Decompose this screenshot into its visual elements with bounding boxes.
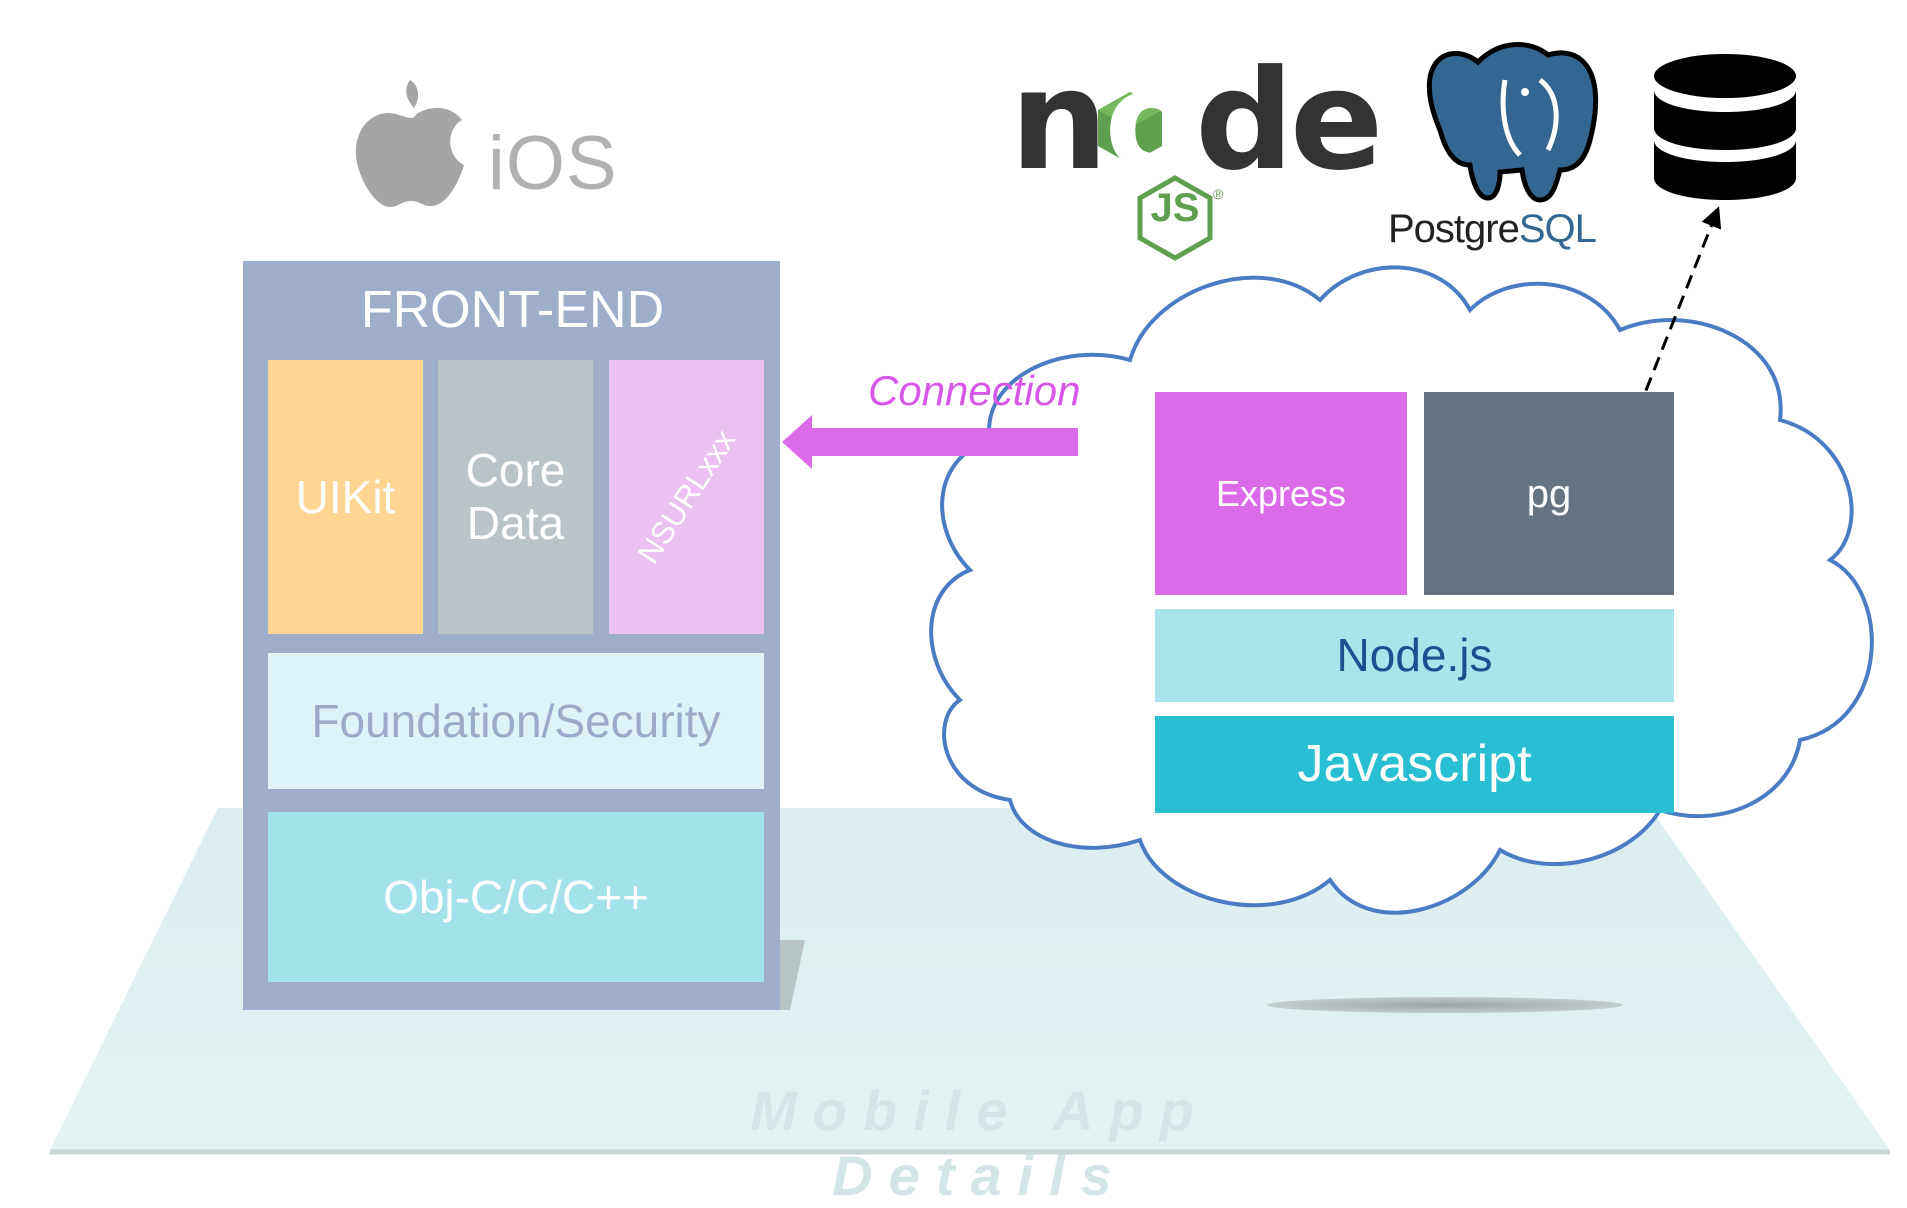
uikit-block: UIKit xyxy=(268,360,423,634)
postgresql-logo-part1: Postgre xyxy=(1388,207,1520,251)
nodejs-block: Node.js xyxy=(1155,609,1674,702)
arrow-left-icon xyxy=(782,415,1078,469)
database-icon xyxy=(1654,54,1796,200)
footer-label: Mobile App Details xyxy=(750,1079,1210,1207)
express-block: Express xyxy=(1155,392,1407,595)
javascript-block: Javascript xyxy=(1155,716,1674,813)
postgresql-logo-text: PostgreSQL xyxy=(1388,207,1597,252)
postgresql-elephant-icon xyxy=(1426,42,1599,203)
core-data-block: Core Data xyxy=(438,360,593,634)
node-logo-badge: JS xyxy=(1150,186,1200,230)
node-js-badge-icon xyxy=(1137,175,1213,261)
node-logo-n: n xyxy=(1010,40,1108,201)
postgresql-logo-part2: SQL xyxy=(1518,207,1597,251)
nsurl-block: NSURLxxx xyxy=(609,360,764,634)
nsurl-label: NSURLxxx xyxy=(630,423,743,570)
node-logo-de: de xyxy=(1195,40,1383,201)
apple-icon xyxy=(355,80,464,207)
node-logo-reg: ® xyxy=(1213,186,1224,202)
node-logo-o: o xyxy=(1104,40,1199,201)
node-logo-word: node xyxy=(1010,40,1383,201)
dashed-double-arrow-icon xyxy=(1633,206,1722,416)
pg-block: pg xyxy=(1424,392,1674,595)
ios-label: iOS xyxy=(488,121,618,206)
foundation-security-block: Foundation/Security xyxy=(268,653,764,789)
frontend-title: FRONT-END xyxy=(360,281,665,339)
connection-label: Connection xyxy=(868,367,1081,414)
objc-c-cpp-block: Obj-C/C/C++ xyxy=(268,812,764,982)
node-hexagon-icon xyxy=(1098,92,1162,164)
cloud-shadow xyxy=(1267,997,1623,1013)
frontend-shadow xyxy=(780,940,805,1010)
